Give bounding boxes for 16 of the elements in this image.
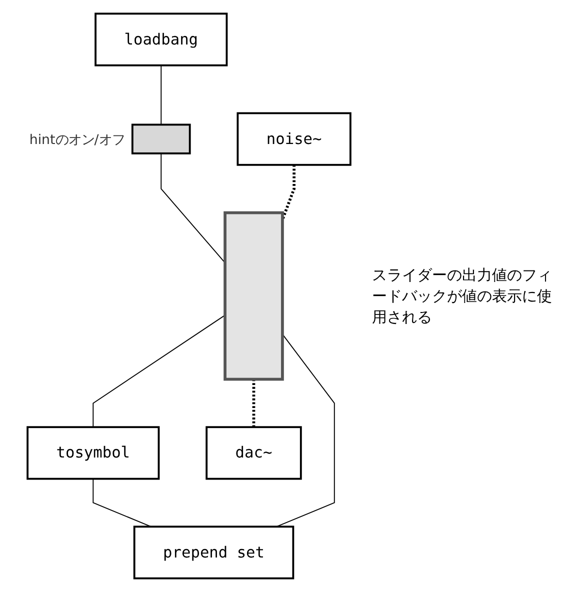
node-box: tosymbol bbox=[26, 426, 160, 480]
note-text: hintのオン/オフ bbox=[29, 132, 125, 148]
connector bbox=[160, 64, 162, 126]
node-box: dac~ bbox=[206, 426, 302, 480]
node-box: prepend set bbox=[133, 526, 294, 580]
connector bbox=[276, 334, 335, 528]
comment-text: スライダーの出力値のフィードバックが値の表示に使用される bbox=[372, 264, 553, 328]
connector bbox=[160, 152, 226, 264]
node-box: noise~ bbox=[236, 112, 352, 166]
connector bbox=[92, 478, 152, 528]
connector bbox=[92, 314, 226, 428]
node-box bbox=[131, 124, 191, 154]
connector bbox=[281, 164, 296, 220]
node-bar bbox=[224, 211, 284, 381]
node-box: loadbang bbox=[94, 12, 228, 66]
connector bbox=[252, 379, 256, 428]
